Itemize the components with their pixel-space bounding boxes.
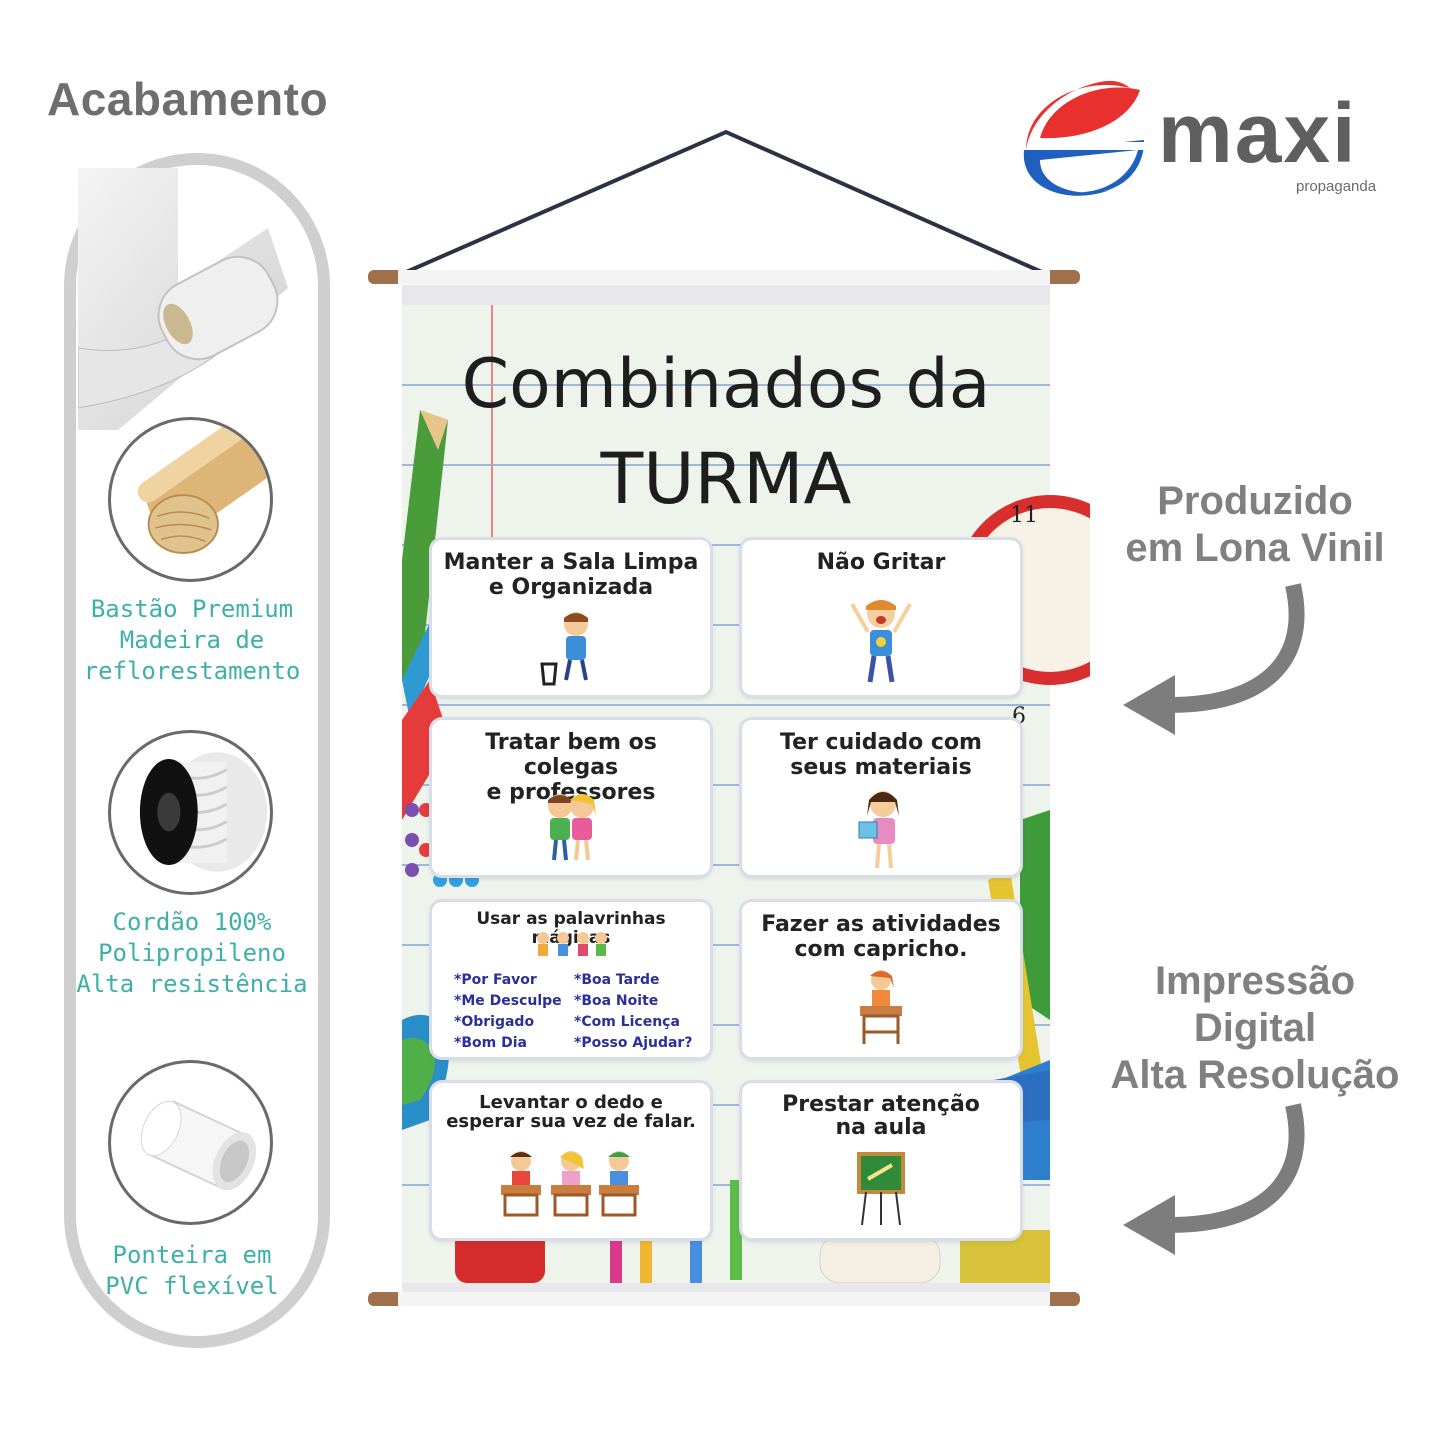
magic-words-right: *Boa Tarde*Boa Noite *Com Licença*Posso …	[574, 972, 693, 1051]
child-reading-icon	[858, 791, 899, 869]
rule-card: Usar as palavrinhas mágicas *Por Favor*M…	[432, 902, 710, 1057]
rule-title: Não Gritar	[816, 550, 946, 575]
child-cleaning-icon	[540, 612, 588, 686]
magic-words-left: *Por Favor*Me Desculpe *Obrigado*Bom Dia	[454, 972, 562, 1051]
feature-label-cord: Cordão 100% Polipropileno Alta resistênc…	[76, 908, 308, 998]
maxi-logo-mark	[1023, 80, 1145, 196]
rule-title: Usar as palavrinhas mágicas	[476, 909, 666, 948]
finishing-heading: Acabamento	[47, 73, 329, 125]
curved-arrow-icon	[1123, 583, 1305, 735]
feature-label-pvc: Ponteira em PVC flexível	[105, 1241, 279, 1300]
wood-rod-icon	[108, 417, 273, 582]
brand-subtitle: propaganda	[1296, 178, 1377, 195]
children-raising-hands-icon	[501, 1151, 639, 1217]
print-note: Impressão Digital Alta Resolução	[1110, 959, 1400, 1097]
curved-arrow-icon	[1123, 1103, 1305, 1255]
brand-name: maxi	[1158, 86, 1358, 180]
pvc-cap-icon	[108, 1060, 273, 1225]
banner-subtitle: TURMA	[600, 438, 852, 520]
chalkboard-icon	[857, 1152, 905, 1226]
material-note: Produzido em Lona Vinil	[1125, 479, 1385, 570]
children-hugging-icon	[548, 794, 596, 861]
children-group-icon	[537, 932, 607, 956]
child-at-desk-icon	[860, 970, 902, 1044]
svg-text:11: 11	[1010, 503, 1038, 528]
feature-label-rod: Bastão Premium Madeira de reflorestament…	[83, 595, 301, 685]
cord-spool-icon	[108, 730, 273, 895]
banner-title: Combinados da	[461, 345, 991, 424]
rule-card: Não Gritar	[742, 540, 1020, 695]
child-shouting-icon	[850, 600, 912, 683]
banner-roll-photo	[78, 168, 288, 430]
